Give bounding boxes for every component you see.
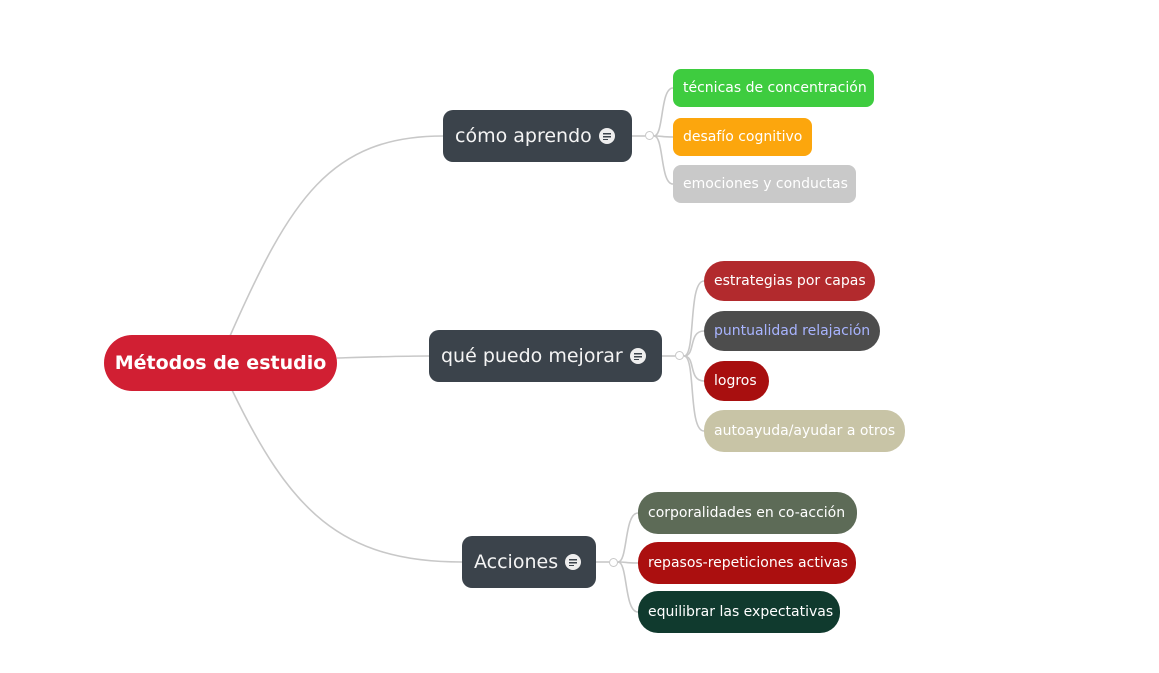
connector-junction-to-leaf (617, 561, 639, 613)
leaf-node-tecnicas-de-concentracion[interactable]: técnicas de concentración (673, 69, 874, 107)
leaf-node-equilibrar-las-expectativas[interactable]: equilibrar las expectativas (638, 591, 840, 633)
branch-node-label: Acciones (474, 551, 559, 573)
leaf-node-label: equilibrar las expectativas (648, 604, 834, 620)
leaf-node-emociones-y-conductas[interactable]: emociones y conductas (673, 165, 856, 203)
leaf-node-label: puntualidad relajación (714, 323, 871, 339)
note-icon[interactable] (629, 348, 646, 364)
leaf-node-label: corporalidades en co-acción (648, 505, 846, 521)
branch-node-label: cómo aprendo (455, 125, 592, 147)
connector-junction-to-leaf (683, 355, 705, 382)
leaf-node-estrategias-por-capas[interactable]: estrategias por capas (704, 261, 875, 301)
connector-root-to-branch (336, 355, 430, 359)
leaf-node-puntualidad-relajacion[interactable]: puntualidad relajación (704, 311, 880, 351)
leaf-node-label: emociones y conductas (683, 176, 848, 192)
connector-junction-to-leaf (653, 135, 674, 185)
leaf-node-desafio-cognitivo[interactable]: desafío cognitivo (673, 118, 812, 156)
leaf-node-logros[interactable]: logros (704, 361, 769, 401)
connector-root-to-branch (229, 135, 444, 337)
branch-node-label: qué puedo mejorar (441, 345, 623, 367)
branch-node-acciones[interactable]: Acciones (462, 536, 596, 588)
leaf-node-label: estrategias por capas (714, 273, 866, 289)
connector-junction-to-leaf (617, 512, 639, 563)
leaf-node-label: autoayuda/ayudar a otros (714, 423, 896, 439)
note-icon[interactable] (565, 554, 582, 570)
connector-junction-to-leaf (683, 280, 705, 357)
junction-dot[interactable] (609, 558, 618, 567)
root-node[interactable]: Métodos de estudio (104, 335, 337, 391)
root-node-label: Métodos de estudio (114, 352, 327, 374)
junction-dot[interactable] (675, 351, 684, 360)
junction-dot[interactable] (645, 131, 654, 140)
leaf-node-repasos-repeticiones-activas[interactable]: repasos-repeticiones activas (638, 542, 856, 584)
connector-root-to-branch (231, 389, 463, 563)
leaf-node-autoayuda-ayudar-a-otros[interactable]: autoayuda/ayudar a otros (704, 410, 905, 452)
branch-node-que-puedo-mejorar[interactable]: qué puedo mejorar (429, 330, 662, 382)
branch-node-como-aprendo[interactable]: cómo aprendo (443, 110, 632, 162)
connector-junction-to-leaf (683, 355, 705, 432)
connector-junction-to-leaf (653, 87, 674, 137)
note-icon[interactable] (598, 128, 615, 144)
connector-junction-to-leaf (683, 330, 705, 357)
leaf-node-label: repasos-repeticiones activas (648, 555, 848, 571)
leaf-node-label: técnicas de concentración (683, 80, 867, 96)
leaf-node-corporalidades-en-co-accion[interactable]: corporalidades en co-acción (638, 492, 857, 534)
leaf-node-label: desafío cognitivo (683, 129, 803, 145)
leaf-node-label: logros (714, 373, 757, 389)
